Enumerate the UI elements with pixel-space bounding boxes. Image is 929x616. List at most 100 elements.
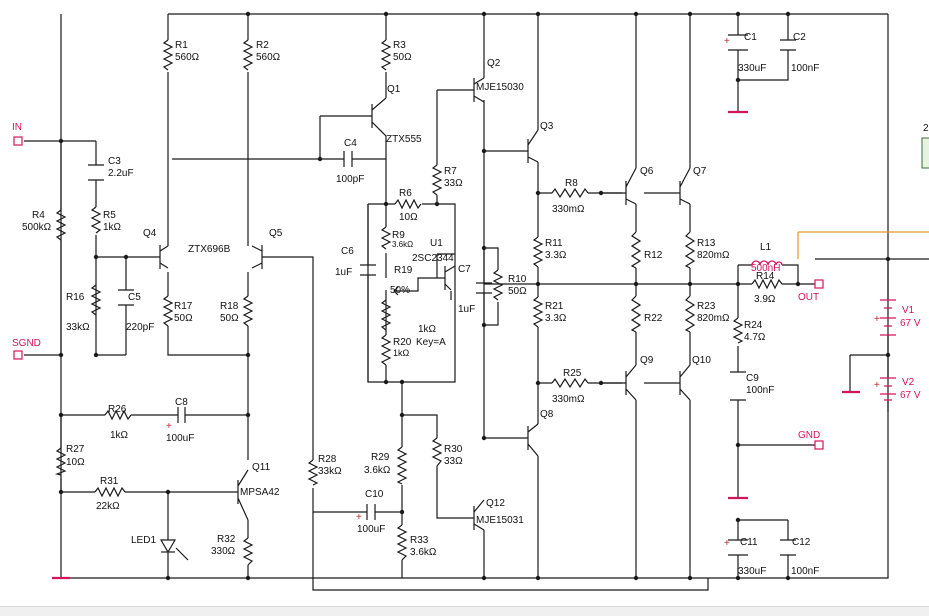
c1-ref-label: C1 [744,32,757,43]
r24-ref-label: R24 [744,320,763,331]
r28-value-label: 33kΩ [318,466,342,477]
u1-part-label: 2SC2344 [412,253,454,264]
q9-ref-label: Q9 [640,355,654,366]
q2-ref-label: Q2 [487,58,501,69]
svg-text:+: + [724,538,730,549]
c6-symbol [360,264,376,276]
c7-ref-label: C7 [458,264,471,275]
q1-symbol [360,97,387,137]
in-port-label: IN [12,122,22,133]
c7-value-label: 1uF [458,304,475,315]
r19-symbol [380,299,392,331]
r24-value-label: 4.7Ω [744,332,766,343]
r31-symbol [94,486,126,498]
q3-ref-label: Q3 [540,121,554,132]
r16-symbol [90,284,102,316]
labels: IN SGND OUT GND R1 560Ω R2 560Ω R3 50Ω Q… [12,32,921,577]
r8-value-label: 330mΩ [552,204,585,215]
r5-value-label: 1kΩ [103,222,122,233]
q12-ref-label: Q12 [486,498,505,509]
r19-setting-label: 50% [390,285,410,296]
r32-value-label: 330Ω [211,546,236,557]
q11-part-label: MPSA42 [240,487,280,498]
r25-ref-label: R25 [563,368,582,379]
c5-ref-label: C5 [128,292,141,303]
q7-symbol [676,167,691,205]
c9-ref-label: C9 [746,373,759,384]
c1-value-label: 330uF [738,63,766,74]
r25-symbol [551,377,589,389]
v1-symbol [880,299,896,336]
l1-symbol [751,260,783,266]
r16-ref-label: R16 [66,292,85,303]
gnd-port-label: GND [798,430,820,441]
r19-ref-label: R19 [394,265,413,276]
r6-value-label: 10Ω [399,212,418,223]
out-port-box [814,279,824,289]
c6-ref-label: C6 [341,246,354,257]
r30-symbol [431,437,443,467]
window-bottom-edge [0,606,929,616]
r14-value-label: 3.9Ω [754,294,776,305]
c7-symbol [476,282,492,294]
r32-ref-label: R32 [217,534,236,545]
r23-value-label: 820mΩ [697,313,730,324]
r13-symbol [684,231,696,269]
r3-ref-label: R3 [393,40,406,51]
r27-ref-label: R27 [66,444,85,455]
r17-symbol [162,295,174,327]
c4-value-label: 100pF [336,174,364,185]
r31-value-label: 22kΩ [96,501,120,512]
r13-ref-label: R13 [697,238,716,249]
r6-symbol [394,198,422,210]
capacitor-symbols [88,34,796,556]
r26-ref-label: R26 [108,404,127,415]
r5-ref-label: R5 [103,210,116,221]
r2-symbol [242,39,254,71]
c12-ref-label: C12 [792,537,811,548]
q2-part-label: MJE15030 [476,82,524,93]
r11-ref-label: R11 [545,238,563,249]
c3-ref-label: C3 [108,156,121,167]
c3-value-label: 2.2uF [108,168,134,179]
v1-ref-label: V1 [902,305,915,316]
c10-ref-label: C10 [365,489,384,500]
r33-value-label: 3.6kΩ [410,547,437,558]
r7-value-label: 33Ω [444,178,463,189]
r19-key-label: Key=A [416,337,446,348]
q10-ref-label: Q10 [692,355,711,366]
r13-value-label: 820mΩ [697,250,730,261]
r23-ref-label: R23 [697,301,716,312]
r2-ref-label: R2 [256,40,269,51]
c11-ref-label: C11 [740,537,758,548]
c2-symbol [780,39,796,51]
edge-mark-label: 2 [923,123,929,134]
u1-ref-label: U1 [430,238,443,249]
q10-symbol [676,364,691,401]
r20-value-label: 1kΩ [393,348,410,358]
r9-value-label: 3.6kΩ [392,240,413,249]
c2-ref-label: C2 [793,32,806,43]
in-port-box [13,136,23,146]
r33-ref-label: R33 [410,535,429,546]
r33-symbol [396,524,408,561]
r24-symbol [732,317,744,344]
r1-symbol [162,39,174,71]
c8-ref-label: C8 [175,397,188,408]
r14-symbol [751,278,783,290]
r12-ref-label: R12 [644,250,663,261]
c12-value-label: 100nF [791,566,819,577]
r29-symbol [396,446,408,485]
q1-ref-label: Q1 [387,84,401,95]
r26-value-label: 1kΩ [110,430,129,441]
svg-text:+: + [874,380,880,391]
r4-value-label: 500kΩ [22,222,52,233]
r29-value-label: 3.6kΩ [364,465,391,476]
q8-symbol [522,423,539,457]
c5-symbol [118,289,134,306]
c8-value-label: 100uF [166,433,194,444]
r29-ref-label: R29 [371,452,390,463]
q5-symbol [251,245,270,269]
r10-symbol [492,269,504,301]
